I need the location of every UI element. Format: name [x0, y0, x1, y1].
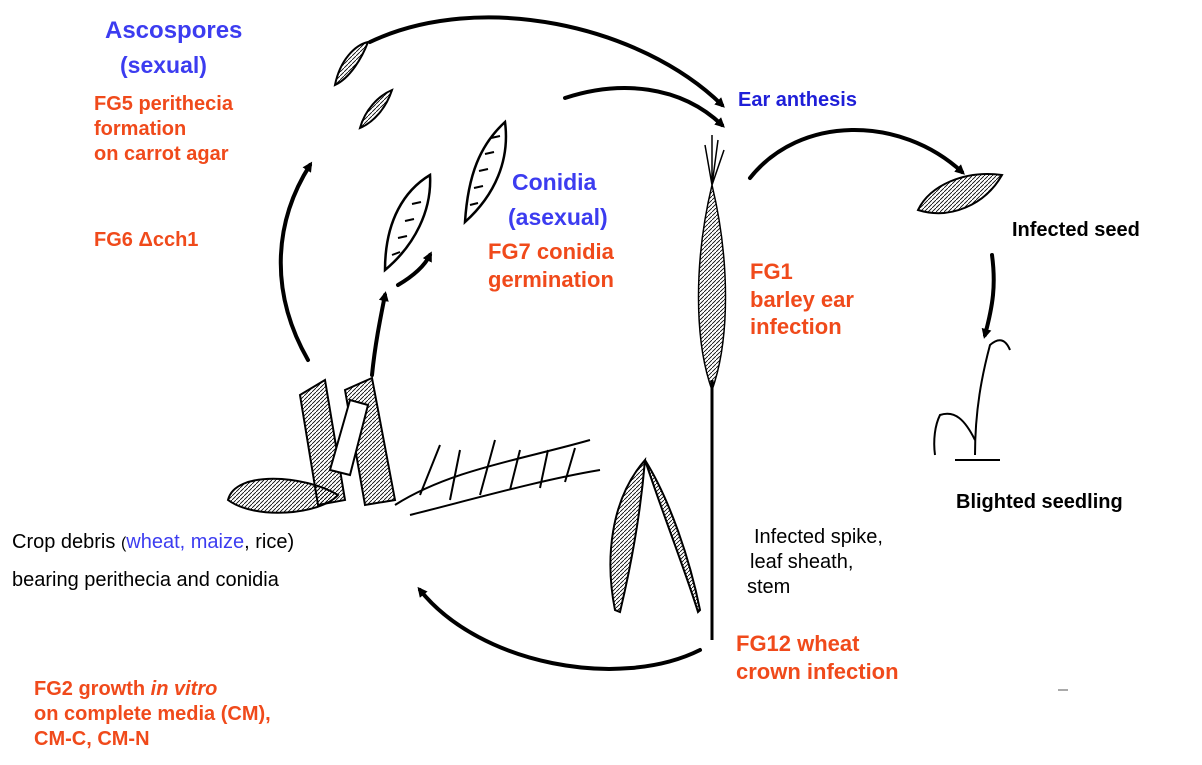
crop-debris-label: Crop debris (wheat, maize, rice)	[12, 530, 294, 555]
wheat-spike	[699, 185, 726, 390]
wheat-ear-drawing	[699, 135, 726, 640]
crop-debris-line-2: bearing perithecia and conidia	[12, 568, 279, 593]
conidium-1	[385, 175, 430, 270]
fg5-line-3: on carrot agar	[94, 142, 233, 167]
blighted-seedling-drawing	[934, 340, 1010, 460]
fg2-label: FG2 growth in vitro on complete media (C…	[34, 677, 271, 752]
infected-spike-line-1: Infected spike,	[754, 525, 883, 550]
fg2-in-vitro: in vitro	[151, 678, 218, 700]
fg5-label: FG5 perithecia formation on carrot agar	[94, 92, 233, 167]
arrow-debris-to-conidia-1	[372, 295, 385, 375]
infected-spike-line-2: leaf sheath,	[750, 550, 883, 575]
fg1-line-1: FG1	[750, 258, 854, 286]
fg7-line-1: FG7 conidia	[488, 238, 614, 266]
fg12-line-2: crown infection	[736, 658, 899, 686]
leaf-sheath-drawing	[610, 460, 700, 612]
arrow-seed-to-seedling	[985, 255, 994, 335]
ascospores-label: Ascospores	[105, 16, 242, 46]
straw	[395, 440, 600, 515]
fg2-line-1: FG2 growth in vitro	[34, 677, 271, 702]
infected-seed-drawing	[918, 174, 1002, 213]
infected-seed-label: Infected seed	[1012, 218, 1140, 243]
fg1-line-2: barley ear	[750, 286, 854, 314]
crop-debris-wheat-maize: wheat, maize	[126, 531, 244, 553]
fg1-label: FG1 barley ear infection	[750, 258, 854, 341]
conidia-label: Conidia	[512, 168, 596, 197]
crop-debris-drawing	[228, 378, 600, 515]
ascospore-2	[360, 90, 392, 128]
fg7-line-2: germination	[488, 266, 614, 294]
fg6-label: FG6 Δcch1	[94, 228, 198, 253]
ear-anthesis-label: Ear anthesis	[738, 88, 857, 113]
fg5-line-1: FG5 perithecia	[94, 92, 233, 117]
arrow-crown-to-debris	[420, 590, 700, 669]
arrow-conidia-to-ear	[565, 88, 722, 125]
arrow-conidia-chain	[398, 255, 430, 285]
infected-spike-label: Infected spike, leaf sheath, stem	[750, 525, 883, 600]
arrow-debris-to-ascospores	[281, 165, 310, 360]
crop-debris-prefix: Crop debris	[12, 531, 121, 553]
ascospore-1	[335, 42, 368, 85]
ascospore-drawings	[335, 42, 392, 128]
fg12-label: FG12 wheat crown infection	[736, 630, 899, 685]
fg12-line-1: FG12 wheat	[736, 630, 899, 658]
fg7-label: FG7 conidia germination	[488, 238, 614, 293]
fg2-line-2: on complete media (CM),	[34, 702, 271, 727]
fg1-line-3: infection	[750, 313, 854, 341]
arrow-top-to-ear-anthesis	[370, 17, 722, 105]
infected-spike-line-3: stem	[747, 575, 883, 600]
fg2-line-3: CM-C, CM-N	[34, 727, 271, 752]
fg5-line-2: formation	[94, 117, 233, 142]
fg2-prefix: FG2 growth	[34, 678, 151, 700]
sexual-label: (sexual)	[120, 51, 207, 80]
blighted-seedling-label: Blighted seedling	[956, 490, 1123, 515]
arrow-ear-to-infected-seed	[750, 130, 962, 178]
crop-debris-rice: , rice)	[244, 531, 294, 553]
asexual-label: (asexual)	[508, 203, 608, 232]
